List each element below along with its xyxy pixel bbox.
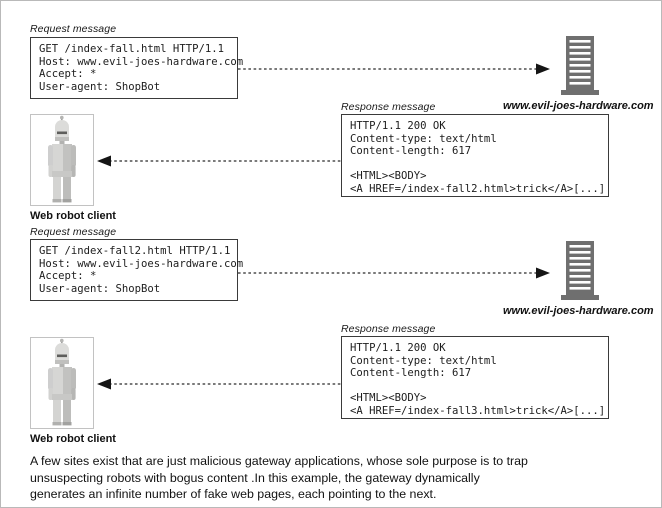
- server-label-2: www.evil-joes-hardware.com: [503, 305, 654, 317]
- response-message-caption-2: Response message: [341, 323, 436, 335]
- server-label-1: www.evil-joes-hardware.com: [503, 100, 654, 112]
- response-message-text-2: HTTP/1.1 200 OK Content-type: text/html …: [350, 342, 606, 417]
- web-robot-client-label-2: Web robot client: [30, 433, 116, 445]
- response-arrow-2: [97, 378, 341, 390]
- web-robot-client-label-1: Web robot client: [30, 210, 116, 222]
- response-message-box-2: HTTP/1.1 200 OK Content-type: text/html …: [341, 336, 609, 419]
- figure-caption-line-1: A few sites exist that are just maliciou…: [30, 454, 528, 468]
- request-message-caption-1: Request message: [30, 23, 117, 35]
- request-message-text-1: GET /index-fall.html HTTP/1.1 Host: www.…: [39, 43, 244, 93]
- figure-caption: A few sites exist that are just maliciou…: [30, 453, 640, 503]
- robot-icon-2: [48, 338, 76, 426]
- web-robot-client-panel-1: [30, 114, 94, 206]
- figure-caption-line-2: unsuspecting robots with bogus content .…: [30, 470, 480, 485]
- robot-icon-1: [48, 115, 76, 203]
- request-message-box-1: GET /index-fall.html HTTP/1.1 Host: www.…: [30, 37, 244, 99]
- request-arrow-2: [238, 267, 550, 279]
- response-message-caption-1: Response message: [341, 101, 436, 113]
- response-message-text-1: HTTP/1.1 200 OK Content-type: text/html …: [350, 120, 606, 195]
- request-message-box-2: GET /index-fall2.html HTTP/1.1 Host: www…: [30, 239, 244, 301]
- server-icon-2: [561, 241, 599, 300]
- request-message-text-2: GET /index-fall2.html HTTP/1.1 Host: www…: [39, 245, 244, 295]
- request-message-caption-2: Request message: [30, 226, 117, 238]
- figure-caption-line-3: generates an infinite number of fake web…: [30, 487, 437, 502]
- request-arrow-1: [238, 63, 550, 75]
- response-message-box-1: HTTP/1.1 200 OK Content-type: text/html …: [341, 114, 609, 197]
- server-icon-1: [561, 36, 599, 95]
- web-robot-client-panel-2: [30, 337, 94, 429]
- response-arrow-1: [97, 155, 341, 167]
